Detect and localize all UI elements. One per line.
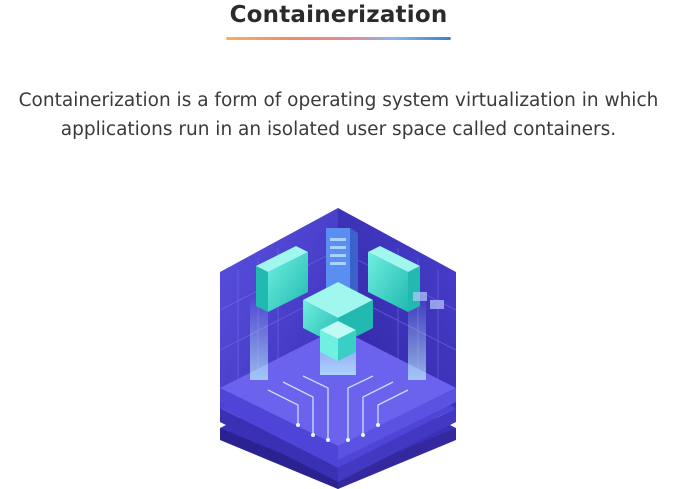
server-tower <box>326 228 350 290</box>
light-beam-right <box>408 295 426 380</box>
description-line-2: applications run in an isolated user spa… <box>60 119 617 140</box>
floor-nodes <box>296 423 380 442</box>
container-left <box>256 246 308 312</box>
container-front <box>320 321 356 361</box>
description: Containerization is a form of operating … <box>0 86 677 144</box>
light-beam-left <box>250 295 268 380</box>
description-line-1: Containerization is a form of operating … <box>18 90 659 111</box>
floor-circuits <box>267 375 409 440</box>
containerization-illustration <box>219 208 457 489</box>
title-underline <box>226 37 451 40</box>
page-title: Containerization <box>229 2 448 28</box>
base-layer-top <box>220 328 456 446</box>
wall-panels <box>413 292 444 309</box>
